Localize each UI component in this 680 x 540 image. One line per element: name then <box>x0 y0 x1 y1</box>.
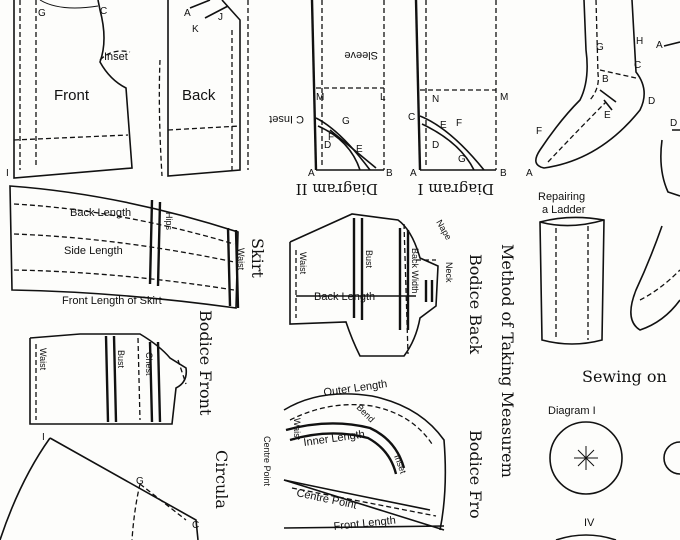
point-k-back: K <box>192 24 199 35</box>
point-i-front: I <box>6 168 9 179</box>
sleeve-diagram-i: N M E F G D C B A <box>408 0 508 179</box>
neck-label: Neck <box>444 262 454 283</box>
side-length-label: Side Length <box>64 245 123 257</box>
iv-label: IV <box>584 517 595 529</box>
bodice-waist-label: Waist <box>298 252 308 275</box>
back-label: Back <box>182 87 216 104</box>
bodice-fro-title: Bodice Fro <box>466 430 485 519</box>
bodice-front-title: Bodice Front <box>196 310 215 416</box>
sewing-on-title: Sewing on <box>582 367 667 386</box>
inner-length-label: Inner Length <box>303 428 366 448</box>
skirt-pattern <box>9 185 240 309</box>
point-g-circ: G <box>136 476 144 487</box>
stocking-foot <box>630 129 680 331</box>
point-b-ii: B <box>386 168 393 179</box>
diagram-i-title: Diagram I <box>418 180 494 198</box>
method-title: Method of Taking Measurem <box>498 244 517 478</box>
back-length-bodice-label: Back Length <box>314 291 375 303</box>
point-j-back: J <box>218 12 223 23</box>
inset-label: Inset <box>104 51 128 63</box>
point-a-back: A <box>184 8 191 19</box>
point-a-i: A <box>410 168 417 179</box>
point-b-stock: B <box>602 74 609 85</box>
sleeve-waist-label: Waist <box>292 418 302 441</box>
diagram-ii-title: Diagram II <box>296 180 378 198</box>
centre-point-left-label: Centre Point <box>262 436 272 487</box>
point-e-stock: E <box>604 110 611 121</box>
front-length-of-skirt-label: Front Length of Skirt <box>62 295 162 307</box>
point-l-ii: L <box>380 92 386 103</box>
sleeve-diagram-ii: M L E F G D B A <box>308 0 393 179</box>
point-g-front: G <box>38 8 46 19</box>
back-length-label: Back Length <box>70 207 131 219</box>
point-b-i: B <box>500 168 507 179</box>
repairing-label: Repairing <box>538 191 585 203</box>
back-width-label: Back Width <box>410 248 420 294</box>
skirt-waist-label: Waist <box>236 248 246 271</box>
a-ladder-label: a Ladder <box>542 204 586 216</box>
hips-label: Hips <box>164 212 174 231</box>
point-d-i: D <box>432 140 439 151</box>
point-a-ii: A <box>308 168 315 179</box>
front-bust-label: Bust <box>116 350 126 369</box>
skirt-title: Skirt <box>248 238 267 278</box>
point-c-front: C <box>100 6 107 17</box>
sewing-diagram-i-label: Diagram I <box>548 405 596 417</box>
point-f-i: F <box>456 118 462 129</box>
centre-point-label: Centre Point <box>295 487 357 511</box>
stocking-pattern: G C B E D F A H A D <box>526 0 680 179</box>
point-g-i: G <box>458 154 466 165</box>
point-c-circ: C <box>192 520 199 531</box>
front-length-label: Front Length <box>333 515 396 533</box>
circular-title: Circula <box>212 450 231 509</box>
front-waist-label: Waist <box>38 348 48 371</box>
point-a-stock: A <box>526 168 533 179</box>
point-n-i: N <box>432 94 439 105</box>
bodice-bust-label: Bust <box>364 250 374 269</box>
point-i-circ: I <box>42 432 45 443</box>
back-pattern-piece <box>158 0 249 177</box>
point-e-i: E <box>440 120 447 131</box>
outer-length-label: Outer Length <box>323 378 388 399</box>
front-pattern-piece <box>13 0 133 179</box>
chest-label: Chest <box>144 352 154 376</box>
sleeve-label: Sleeve <box>344 49 378 61</box>
point-f-stock: F <box>536 126 542 137</box>
button-diagram <box>549 421 680 495</box>
point-c-stock: C <box>634 60 641 71</box>
point-e-ii: E <box>356 144 363 155</box>
front-label: Front <box>54 87 90 104</box>
point-d-stock: D <box>648 96 655 107</box>
point-c-i: C <box>408 112 415 123</box>
point-g-ii: G <box>342 116 350 127</box>
bodice-front-pattern <box>29 333 188 425</box>
point-m-ii: M <box>316 92 324 103</box>
point-a-stock-right: A <box>656 40 663 51</box>
point-m-i: M <box>500 92 508 103</box>
point-d-stock-right: D <box>670 118 677 129</box>
sleeve-length-pattern <box>283 393 447 531</box>
ladder-stocking-tube <box>539 216 605 345</box>
bend-label: Bend <box>355 402 377 424</box>
point-d-ii: D <box>324 140 331 151</box>
point-h-stock: H <box>636 36 643 47</box>
bodice-back-title: Bodice Back <box>466 254 485 355</box>
point-g-stock: G <box>596 42 604 53</box>
nape-label: Nape <box>434 218 453 242</box>
circular-skirt-pattern: I G C <box>0 432 199 540</box>
point-f-ii: F <box>328 132 334 143</box>
button-iv-arc <box>555 534 617 540</box>
c-inset-label: C Inset <box>269 113 304 125</box>
bodice-back-pattern <box>289 213 439 357</box>
